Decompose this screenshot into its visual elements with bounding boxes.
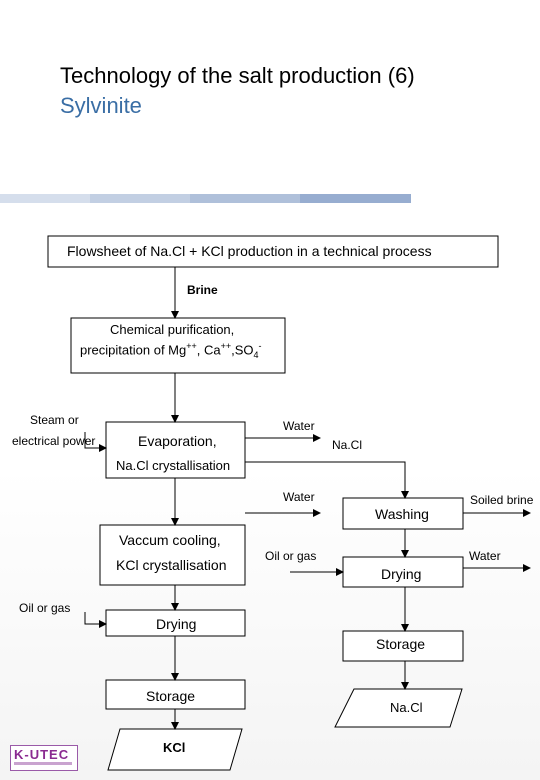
drying-right-label: Drying bbox=[381, 566, 422, 582]
header-label: Flowsheet of Na.Cl + KCl production in a… bbox=[67, 243, 432, 259]
purification-line1: Chemical purification, bbox=[110, 322, 235, 337]
storage-left-box bbox=[105, 679, 246, 710]
arrow-oil-gas-left bbox=[84, 612, 107, 628]
water-mid-label: Water bbox=[283, 490, 315, 504]
slide-title: Technology of the salt production (6) bbox=[60, 63, 415, 88]
arrow-nacl-to-washing bbox=[245, 461, 409, 499]
purification-box bbox=[70, 317, 286, 374]
slide-subtitle: Sylvinite bbox=[60, 93, 142, 118]
logo-underline bbox=[14, 762, 72, 765]
purification-line2: precipitation of Mg++, Ca++,SO4- bbox=[80, 341, 262, 360]
product-nacl-label: Na.Cl bbox=[390, 700, 423, 715]
bar-segment bbox=[0, 194, 90, 203]
drying-left-label: Drying bbox=[156, 616, 197, 632]
storage-left-label: Storage bbox=[146, 688, 196, 704]
product-kcl-shape bbox=[107, 728, 243, 771]
washing-label: Washing bbox=[375, 506, 429, 522]
arrow-steam bbox=[84, 432, 107, 452]
company-logo: K-UTEC bbox=[10, 745, 78, 771]
logo-text: K-UTEC bbox=[14, 747, 70, 762]
storage-right-label: Storage bbox=[376, 636, 426, 652]
brine-label: Brine bbox=[187, 283, 218, 297]
drying-left-box bbox=[105, 609, 246, 637]
soiled-brine-label: Soiled brine bbox=[470, 493, 534, 507]
bar-segment bbox=[190, 194, 300, 203]
product-kcl-label: KCl bbox=[163, 740, 186, 755]
oil-gas-mid-label: Oil or gas bbox=[265, 549, 317, 563]
evaporation-label: Evaporation, bbox=[138, 433, 217, 449]
storage-right-box bbox=[342, 630, 464, 662]
cooling-box bbox=[99, 524, 246, 586]
bar-segment bbox=[300, 194, 411, 203]
product-nacl-shape bbox=[334, 688, 463, 728]
vaccum-cooling-label: Vaccum cooling, bbox=[119, 532, 221, 548]
nacl-side-label: Na.Cl bbox=[332, 438, 363, 452]
kcl-crystallisation-label: KCl crystallisation bbox=[116, 557, 227, 573]
nacl-crystallisation-label: Na.Cl crystallisation bbox=[116, 458, 231, 473]
oil-gas-left-label: Oil or gas bbox=[19, 601, 71, 615]
water-right-label: Water bbox=[469, 549, 501, 563]
steam-line1: Steam or bbox=[30, 413, 79, 427]
drying-right-box bbox=[342, 556, 464, 588]
steam-line2: electrical power bbox=[12, 434, 96, 448]
decorative-bar bbox=[0, 194, 411, 204]
header-box bbox=[47, 235, 499, 268]
washing-box bbox=[342, 497, 464, 530]
water-top-label: Water bbox=[283, 419, 315, 433]
bar-segment bbox=[90, 194, 190, 203]
